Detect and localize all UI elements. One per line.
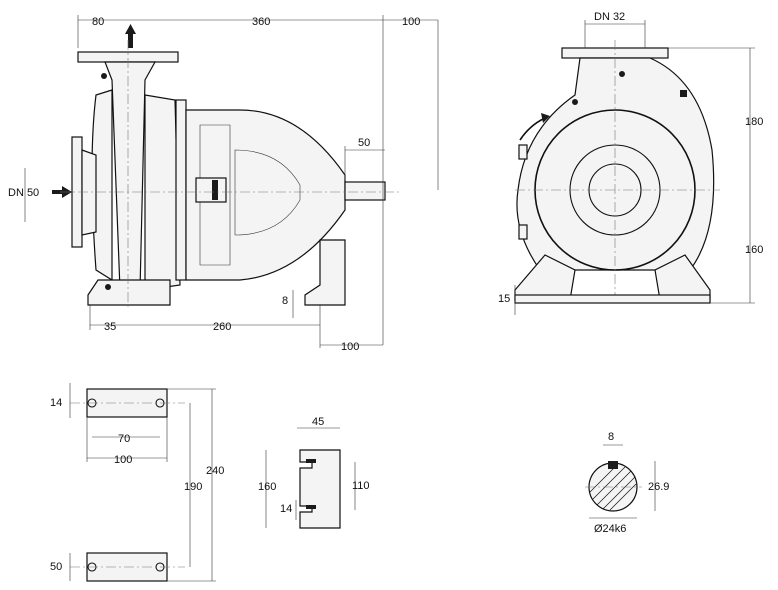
- slot-icon: [306, 505, 316, 509]
- casing-foot: [87, 279, 171, 306]
- support-detail-dimensions: 45 160 110 14: [258, 416, 370, 528]
- dim-lower-height: 160: [745, 244, 763, 256]
- front-boss: [518, 144, 528, 160]
- bearing-bracket: [185, 109, 346, 281]
- bolt-icon: [572, 99, 578, 105]
- discharge-arrow-shaft: [128, 30, 133, 48]
- dim-support-width: 45: [312, 416, 324, 428]
- discharge-arrow-icon: [125, 24, 136, 34]
- front-boss: [518, 224, 528, 240]
- front-plug: [680, 90, 687, 97]
- dim-foot-length: 100: [114, 454, 132, 466]
- shaft-section-dimensions: 8 26.9 Ø24k6: [589, 431, 669, 535]
- bolt-icon: [105, 284, 111, 290]
- dim-base-thickness: 15: [498, 293, 510, 305]
- suction-label: DN 50: [8, 187, 39, 199]
- dim-overall-spacing: 240: [206, 465, 224, 477]
- dim-hole-spacing: 70: [118, 433, 130, 445]
- foot-plan: [70, 388, 185, 582]
- dim-foot-height: 8: [282, 295, 288, 307]
- dim-top-overhang: 100: [402, 16, 420, 28]
- dim-key-height: 26.9: [648, 481, 669, 493]
- seal-ring: [212, 180, 218, 200]
- dim-bottom-foot-height: 50: [50, 561, 62, 573]
- dim-support-width: 100: [341, 341, 359, 353]
- dim-flange-width: 80: [92, 16, 104, 28]
- support-detail: [299, 449, 341, 529]
- rotation-arrow-icon: [541, 113, 550, 123]
- dim-upper-height: 180: [745, 116, 763, 128]
- dim-foot-offset: 35: [104, 321, 116, 333]
- dim-slot-width: 14: [50, 397, 62, 409]
- dim-support-slot: 14: [280, 503, 292, 515]
- side-view-dimensions: 80 360 100 50 DN 50 8 35 260 100: [8, 15, 439, 353]
- dim-shaft-extension: 50: [358, 137, 370, 149]
- bracket-rib: [234, 149, 301, 236]
- cover-flange: [175, 99, 187, 281]
- bracket-window: [199, 124, 231, 266]
- front-view-dimensions: DN 32 180 160 15: [498, 11, 763, 315]
- dim-support-hole-spacing: 110: [352, 480, 370, 492]
- bracket-support-foot: [304, 239, 346, 306]
- suction-nozzle: [81, 149, 97, 236]
- shaft-section: [585, 461, 642, 512]
- shaft-key-icon: [608, 461, 618, 469]
- front-base: [514, 294, 711, 304]
- discharge-label: DN 32: [594, 11, 625, 23]
- dim-support-height: 160: [258, 481, 276, 493]
- side-view: [52, 24, 400, 310]
- volute-casing-right: [144, 94, 181, 291]
- slot-icon: [306, 459, 316, 463]
- bolt-icon: [101, 73, 107, 79]
- dim-foot-spacing: 260: [213, 321, 231, 333]
- dim-key-width: 8: [608, 431, 614, 443]
- dim-shaft-diameter: Ø24k6: [594, 523, 626, 535]
- shaft-hatching: [589, 464, 637, 511]
- shaft-end: [344, 181, 386, 201]
- front-view: [514, 40, 720, 304]
- bolt-icon: [619, 71, 625, 77]
- dim-total-length: 360: [252, 16, 270, 28]
- seal-housing: [195, 177, 227, 203]
- dim-foot-spacing: 190: [184, 481, 202, 493]
- foot-plan-dimensions: 14 70 100 190 240 50: [50, 383, 224, 582]
